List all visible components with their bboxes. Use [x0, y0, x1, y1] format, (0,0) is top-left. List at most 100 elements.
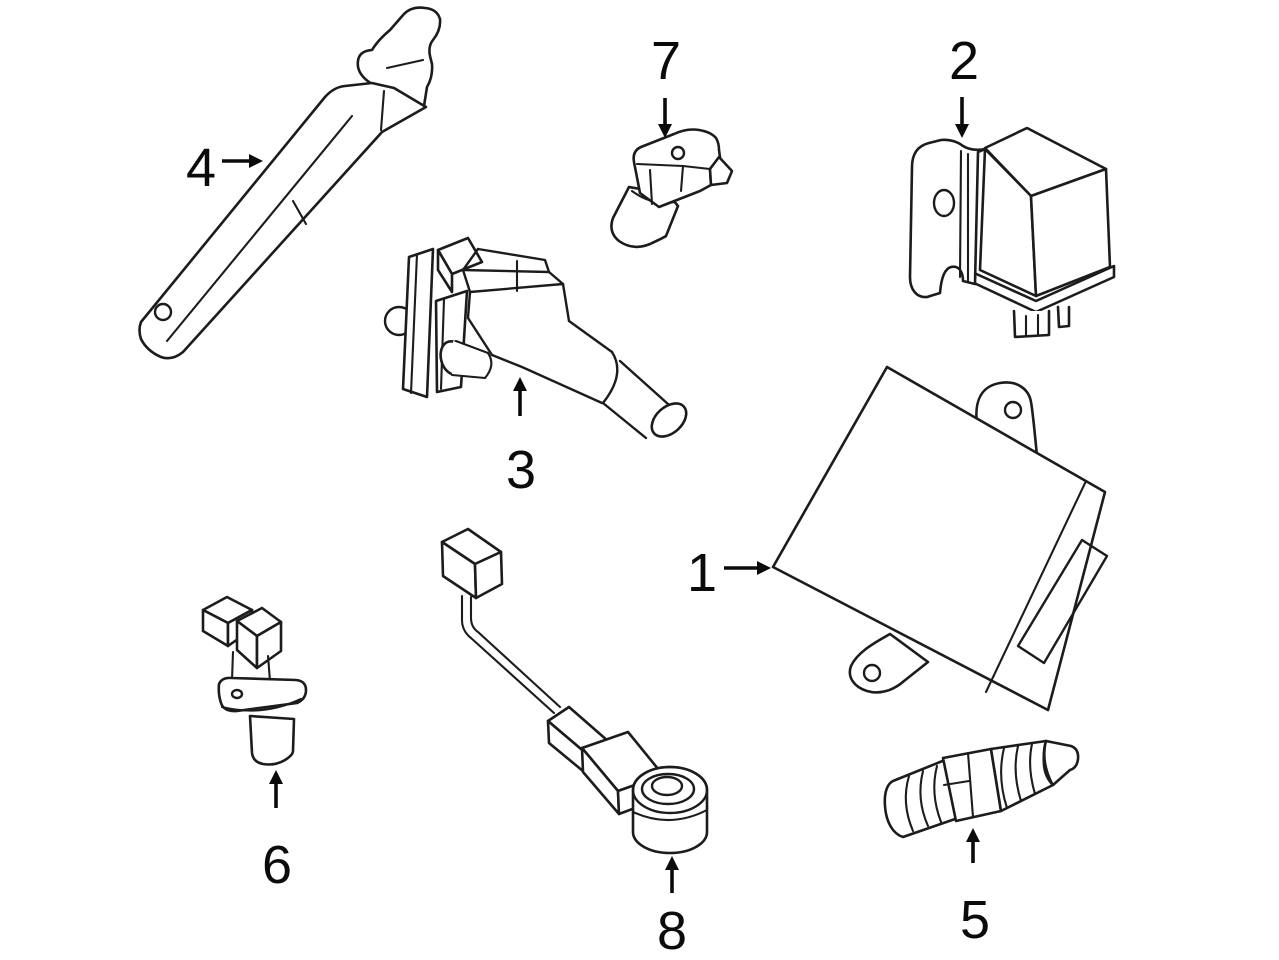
relay-prong-large: [1012, 309, 1051, 339]
callout-2: 2: [949, 31, 979, 138]
coil-rear-plate-edge: [409, 252, 419, 395]
relay-bracket-plate: [908, 138, 987, 299]
sensor7-head: [632, 128, 722, 209]
part-2-relay: [908, 126, 1116, 339]
relay-prong-small: [1056, 305, 1071, 329]
part-5-label: 5: [960, 890, 990, 950]
part-2-label: 2: [949, 31, 979, 91]
callout-5: 5: [960, 828, 990, 950]
sensor6-neck-right: [266, 654, 272, 683]
knock-ring-seam: [631, 808, 709, 822]
arrow-head: [658, 124, 672, 138]
coil-boot-bottom: [601, 401, 648, 440]
plug-thread-3: [933, 764, 943, 824]
coil-rail-front-top: [461, 268, 551, 274]
bracket-bar-tick: [291, 199, 308, 226]
plug-rib-2: [1014, 744, 1023, 803]
module-connector-slot: [1016, 538, 1109, 665]
sensor6-box2-right: [255, 620, 283, 670]
relay-bracket-fold-1: [958, 149, 963, 279]
arrow-up-icon: [513, 377, 527, 416]
plug-thread-2: [919, 769, 930, 828]
arrow-head: [513, 377, 527, 391]
part-4-label: 4: [186, 138, 216, 198]
knock-ring-top-face: [631, 765, 709, 815]
arrow-head: [966, 828, 980, 842]
arrow-head: [955, 124, 969, 138]
knock-ring-body: [631, 765, 709, 855]
arrow-head: [269, 770, 283, 784]
part-6-label: 6: [262, 835, 292, 895]
part-1-control-module: [771, 365, 1109, 712]
sensor7-crease-1: [648, 168, 654, 206]
harness-connector-right: [473, 550, 504, 600]
arrow-head: [757, 561, 771, 575]
arrow-up-icon: [269, 770, 283, 808]
module-tab-top-hole: [1003, 400, 1023, 420]
knock-ring-middle: [640, 772, 696, 806]
coil-body-bottom-v: [490, 353, 604, 405]
part-5-spark-plug: [883, 739, 1080, 839]
knock-ring-hole: [650, 775, 684, 797]
plug-terminal-step: [1043, 739, 1055, 787]
part-3-label: 3: [506, 440, 536, 500]
coil-boot-top: [618, 359, 670, 406]
part-3-ignition-coil: [383, 236, 688, 440]
sensor6-neck-left: [230, 650, 235, 682]
bracket-bar: [138, 81, 428, 360]
part-8-label: 8: [657, 901, 687, 960]
sensor6-flange-hole: [230, 688, 244, 700]
coil-rail-top: [476, 247, 565, 286]
sensor6-flange-underside: [220, 697, 303, 712]
sensor7-crease-2: [679, 164, 685, 193]
arrow-up-icon: [966, 828, 980, 863]
coil-rail-left-cap: [461, 247, 480, 294]
sensor7-connector-block: [708, 155, 734, 187]
coil-stub-far-arc: [483, 351, 493, 380]
bracket-bar-crease: [165, 114, 354, 343]
plug-hex-facet-h: [942, 779, 971, 787]
arrow-up-icon: [665, 856, 679, 893]
coil-boot-collar: [601, 350, 619, 405]
plug-rib-1: [1000, 746, 1009, 810]
bracket-hole: [153, 302, 173, 322]
coil-stub-bottom: [450, 373, 487, 380]
part-8-knock-sensor: [440, 527, 709, 855]
coil-boot-end: [650, 402, 688, 438]
sensor6-probe: [248, 714, 296, 766]
callout-8: 8: [657, 856, 687, 960]
bracket-fold-crease: [379, 89, 386, 132]
module-tab-top: [975, 381, 1039, 458]
coil-stub-top: [454, 339, 490, 355]
sensor6-flange: [217, 676, 308, 713]
arrow-down-icon: [658, 98, 672, 138]
coil-body-right: [561, 282, 614, 354]
sensor7-hole: [670, 145, 686, 161]
callout-1: 1: [687, 543, 771, 603]
bracket-hook-crease: [385, 58, 425, 70]
arrow-head: [665, 856, 679, 870]
coil-body-left: [466, 290, 494, 357]
module-body: [771, 365, 1107, 712]
arrow-down-icon: [955, 97, 969, 138]
arrow-head: [249, 154, 263, 168]
part-6-sensor: [201, 595, 308, 766]
plug-rib-3: [1029, 742, 1037, 796]
bracket-hook: [356, 6, 442, 108]
coil-rear-plate: [401, 247, 435, 399]
part-7-label: 7: [651, 31, 681, 91]
harness-wire-left: [460, 594, 556, 715]
coil-front-plate-edge: [439, 297, 446, 391]
module-tab-bottom-hole: [862, 663, 882, 683]
plug-hex-facet-v: [966, 751, 975, 819]
arrow-right-icon: [222, 154, 263, 168]
coil-top-block-front: [436, 248, 454, 294]
relay-bracket-hole: [932, 188, 956, 218]
callout-4: 4: [186, 138, 263, 198]
part-7-sensor: [610, 128, 734, 249]
arrow-right-icon: [724, 561, 771, 575]
part-4-bracket: [138, 6, 442, 360]
harness-wire-right: [469, 595, 562, 709]
